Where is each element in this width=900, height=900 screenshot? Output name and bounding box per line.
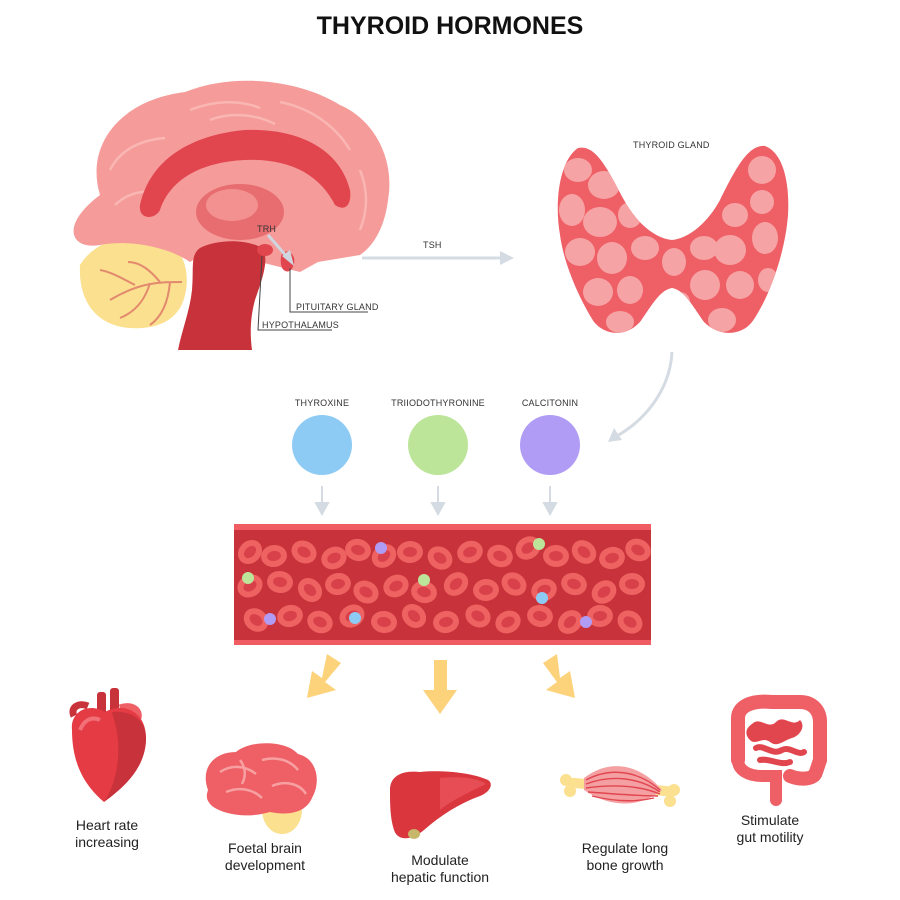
red-blood-cell <box>617 610 643 634</box>
effect-line: Heart rate <box>75 817 139 833</box>
red-blood-cell <box>501 572 527 596</box>
red-blood-cell <box>561 572 587 596</box>
effect-line: Modulate <box>411 852 469 868</box>
thyroxine-circle <box>292 415 352 475</box>
red-blood-cell <box>473 578 499 602</box>
red-blood-cell <box>267 570 293 594</box>
effect-line: bone growth <box>586 857 664 873</box>
red-blood-cell <box>371 610 397 634</box>
effect-bone-growth: Regulate long bone growth <box>550 840 700 874</box>
red-blood-cell <box>465 604 491 628</box>
red-blood-cell <box>591 580 617 604</box>
cerebellum <box>79 235 187 329</box>
red-blood-cell <box>557 610 583 634</box>
effect-line: increasing <box>75 834 139 850</box>
hypothalamus <box>257 244 273 256</box>
brainstem <box>178 241 266 350</box>
hormone-dot <box>242 572 254 584</box>
hormone-circles <box>292 415 580 517</box>
red-blood-cell <box>443 572 469 596</box>
red-blood-cell <box>321 546 347 570</box>
red-blood-cell <box>243 608 269 632</box>
red-blood-cell <box>325 572 351 596</box>
tsh-arrow <box>362 251 514 265</box>
heart-icon <box>69 688 146 802</box>
effect-line: development <box>224 857 306 873</box>
effect-gut-motility: Stimulate gut motility <box>695 812 845 846</box>
thyroid-release-arrow <box>608 351 674 442</box>
red-blood-cell <box>625 538 651 562</box>
red-blood-cell <box>457 540 483 564</box>
hypothalamus-label: HYPOTHALAMUS <box>262 320 339 330</box>
hormone-dot <box>533 538 545 550</box>
hormone-label-thyroxine: THYROXINE <box>294 398 350 408</box>
effect-foetal-brain: Foetal brain development <box>190 840 340 874</box>
effect-line: Foetal brain <box>228 840 302 856</box>
red-blood-cell <box>599 546 625 570</box>
hormone-dot <box>264 613 276 625</box>
hormone-dot <box>536 592 548 604</box>
brain-icon <box>205 743 317 834</box>
red-blood-cell <box>587 604 613 628</box>
hormone-dot <box>349 612 361 624</box>
red-blood-cell <box>277 604 303 628</box>
page-title: THYROID HORMONES <box>316 12 584 40</box>
bone-muscle-icon <box>560 766 680 807</box>
hormone-dot <box>375 542 387 554</box>
hormone-label-calcitonin: CALCITONIN <box>521 398 579 408</box>
red-blood-cell <box>297 577 323 603</box>
red-blood-cell <box>307 610 333 634</box>
hormone-dot <box>418 574 430 586</box>
red-blood-cell <box>411 580 437 604</box>
red-blood-cell <box>353 580 379 604</box>
red-blood-cell <box>619 572 645 596</box>
calcitonin-circle <box>520 415 580 475</box>
effect-heart-rate: Heart rate increasing <box>32 817 182 851</box>
effect-line: Regulate long <box>581 840 669 856</box>
effect-line: hepatic function <box>390 869 490 885</box>
intestine-icon <box>731 694 827 806</box>
pituitary-gland-label: PITUITARY GLAND <box>296 302 379 312</box>
hormone-dot <box>580 616 592 628</box>
thyroid-gland-illustration <box>557 145 789 333</box>
red-blood-cell <box>291 540 317 564</box>
thyroid-gland-label: THYROID GLAND <box>633 140 710 150</box>
red-blood-cell <box>427 546 453 570</box>
triiodothyronine-circle <box>408 415 468 475</box>
effect-hepatic-function: Modulate hepatic function <box>365 852 515 886</box>
red-blood-cell <box>543 544 569 568</box>
effect-arrows <box>307 654 575 714</box>
red-blood-cell <box>487 544 513 568</box>
red-blood-cell <box>345 538 371 562</box>
trh-label: TRH <box>257 224 277 234</box>
effect-line: gut motility <box>736 829 804 845</box>
red-blood-cell <box>433 610 459 634</box>
blood-vessel <box>234 524 651 645</box>
red-blood-cell <box>527 604 553 628</box>
tsh-label: TSH <box>423 240 442 250</box>
red-blood-cell <box>383 574 409 598</box>
liver-icon <box>390 771 491 839</box>
cerebrum <box>73 80 390 272</box>
red-blood-cell <box>401 604 427 628</box>
red-blood-cell <box>397 540 423 564</box>
hormone-label-triiodothyronine: TRIIODOTHYRONINE <box>391 398 485 408</box>
red-blood-cell <box>495 610 521 634</box>
effect-line: Stimulate <box>740 812 800 828</box>
red-blood-cell <box>261 544 287 568</box>
red-blood-cell <box>237 539 263 565</box>
brain-sagittal-illustration <box>73 80 390 350</box>
red-blood-cell <box>571 540 597 564</box>
